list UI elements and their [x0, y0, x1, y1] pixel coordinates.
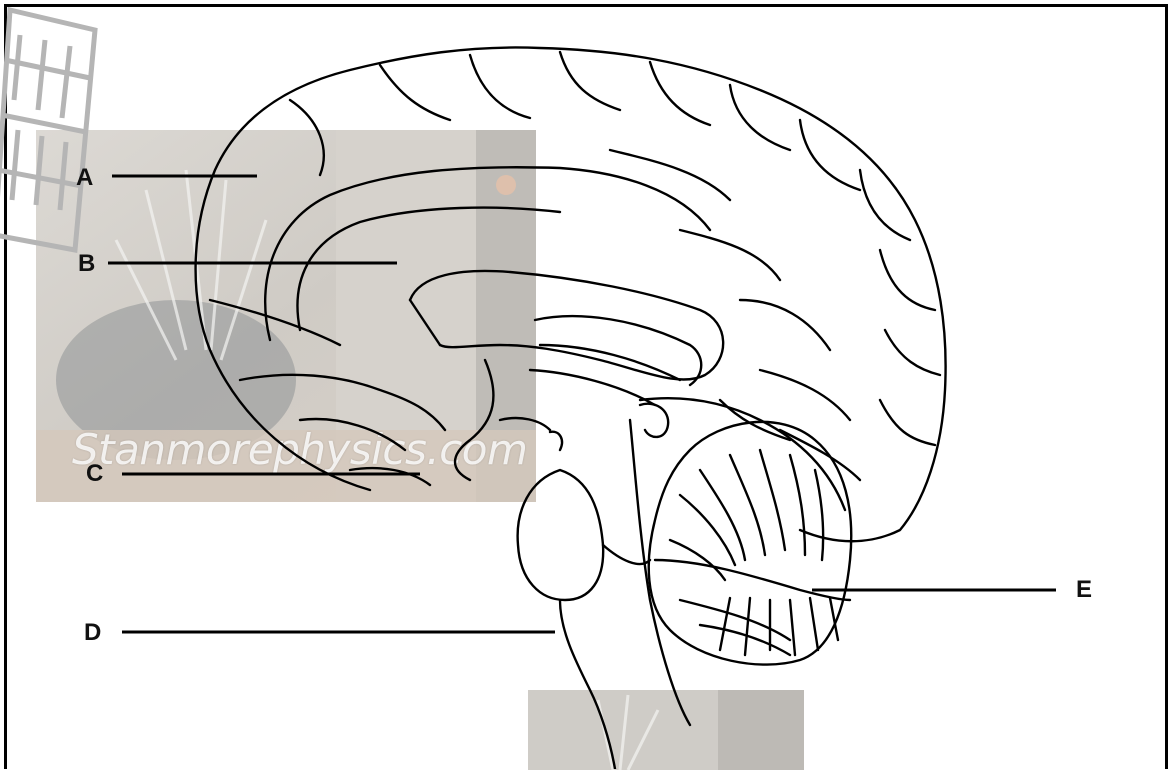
- label-a: A: [76, 164, 93, 192]
- corpus-callosum: [410, 271, 723, 380]
- label-c: C: [86, 460, 103, 488]
- leader-lines: [108, 176, 1056, 632]
- cingulate-gyrus: [265, 167, 710, 340]
- label-b: B: [78, 250, 95, 278]
- medulla: [560, 600, 615, 769]
- pons: [518, 470, 604, 600]
- label-e: E: [1076, 576, 1092, 604]
- label-d: D: [84, 619, 101, 647]
- cerebrum-outline: [196, 47, 946, 541]
